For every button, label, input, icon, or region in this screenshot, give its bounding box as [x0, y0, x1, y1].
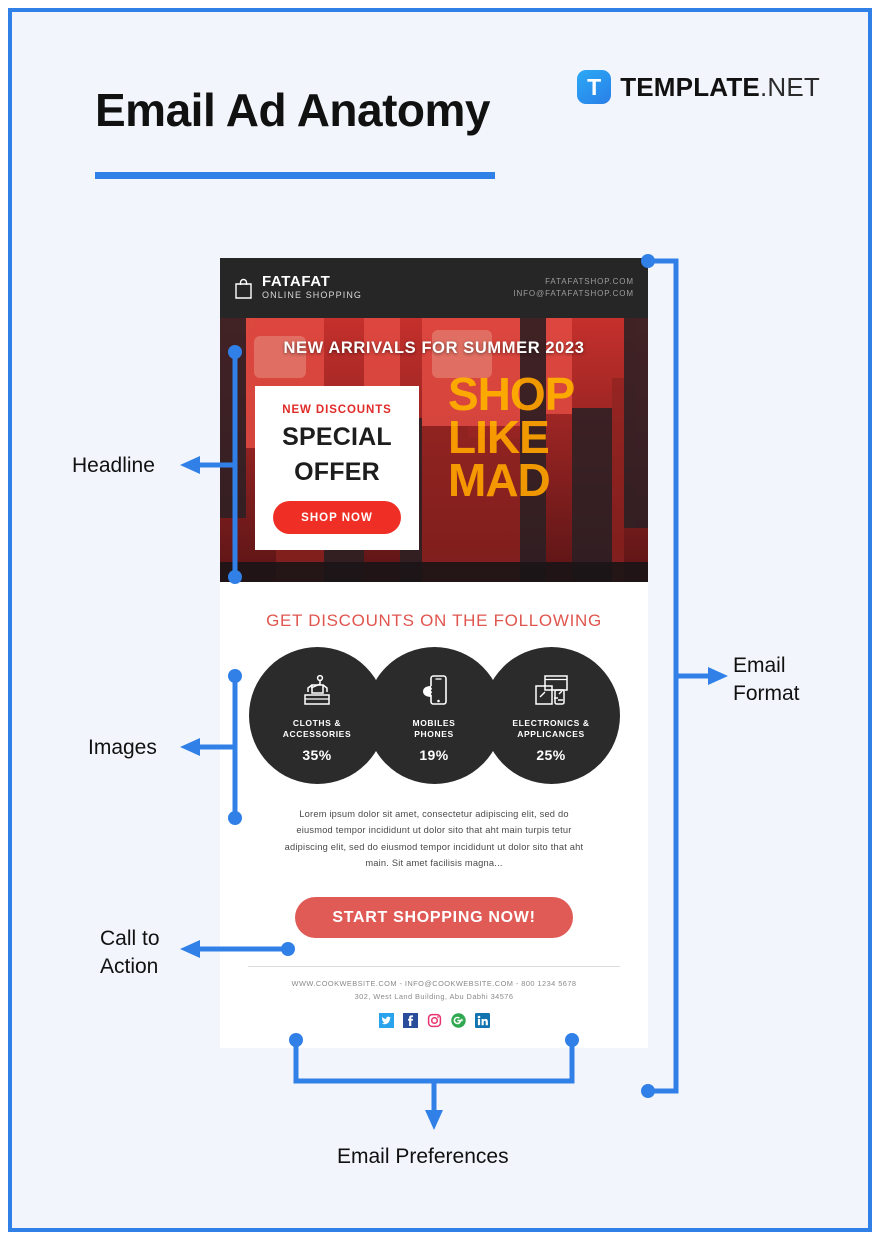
logo-word-template: TEMPLATE [620, 71, 760, 102]
discount-category-item[interactable]: ELECTRONICS & APPLICANCES 25% [482, 647, 620, 784]
hero-slogan-line-1: SHOP [448, 368, 575, 420]
discount-category-item[interactable]: CLOTHS & ACCESSORIES 35% [248, 647, 386, 784]
hero-slogan-line-2: LIKE [448, 410, 550, 463]
footer-address-line: 302, West Land Building, Abu Dabhi 34576 [354, 992, 514, 1002]
discount-percent: 25% [536, 747, 566, 764]
email-footer: WWW.COOKWEBSITE.COM - INFO@COOKWEBSITE.C… [220, 967, 648, 1048]
footer-contact-line: WWW.COOKWEBSITE.COM - INFO@COOKWEBSITE.C… [291, 979, 577, 989]
email-hero-banner: NEW ARRIVALS FOR SUMMER 2023 SHOP LIKE M… [220, 318, 648, 582]
footer-divider [248, 966, 620, 968]
discount-category-label: MOBILES PHONES [413, 718, 456, 740]
linkedin-icon[interactable] [474, 1012, 490, 1028]
discount-category-item[interactable]: MOBILES PHONES 19% [365, 647, 503, 784]
email-brand-name: FATAFAT [262, 273, 331, 291]
email-contact-website: FATAFATSHOP.COM [545, 277, 634, 287]
discount-label-line-1: ELECTRONICS & [512, 717, 590, 728]
logo-word-net: .NET [759, 71, 820, 102]
title-underline [95, 172, 495, 179]
hero-slogan-line-3: MAD [448, 453, 551, 506]
email-ad-mockup: FATAFAT ONLINE SHOPPING FATAFATSHOP.COM … [220, 258, 648, 1048]
discount-categories: CLOTHS & ACCESSORIES 35% MOBILES [220, 647, 648, 784]
facebook-icon[interactable] [402, 1012, 418, 1028]
hero-headline: NEW ARRIVALS FOR SUMMER 2023 [283, 339, 585, 357]
discount-percent: 19% [419, 747, 449, 764]
mobile-phone-in-hand-icon [417, 668, 451, 708]
discount-percent: 35% [302, 747, 332, 764]
email-body-copy: Lorem ipsum dolor sit amet, consectetur … [284, 809, 584, 868]
cta-container: START SHOPPING NOW! [220, 897, 648, 939]
offer-title-line-2: OFFER [294, 457, 380, 486]
discount-label-line-2: PHONES [414, 729, 454, 739]
email-contact-email: INFO@FATAFATSHOP.COM [513, 289, 634, 298]
email-contact-block: FATAFATSHOP.COM INFO@FATAFATSHOP.COM [513, 276, 634, 299]
start-shopping-now-button[interactable]: START SHOPPING NOW! [295, 897, 573, 939]
discount-category-label: CLOTHS & ACCESSORIES [283, 718, 351, 740]
google-plus-icon[interactable] [450, 1013, 466, 1028]
discounts-title: GET DISCOUNTS ON THE FOLLOWING [266, 611, 602, 630]
shopping-bag-icon [234, 277, 253, 300]
twitter-icon[interactable] [378, 1012, 394, 1028]
email-brand-block: FATAFAT ONLINE SHOPPING [234, 274, 362, 301]
logo-wordmark: TEMPLATE.NET [620, 72, 820, 103]
electronics-devices-icon [533, 668, 569, 708]
hero-slogan: SHOP LIKE MAD [448, 368, 648, 506]
offer-eyebrow: NEW DISCOUNTS [282, 404, 392, 416]
social-links [220, 1012, 648, 1028]
discount-label-line-1: CLOTHS & [292, 717, 342, 728]
discount-label-line-2: APPLICANCES [517, 729, 585, 739]
special-offer-card: NEW DISCOUNTS SPECIAL OFFER SHOP NOW [255, 386, 419, 550]
template-net-logo: T TEMPLATE.NET [577, 70, 820, 104]
discount-label-line-1: MOBILES [412, 717, 456, 728]
clothes-hanger-icon [300, 668, 334, 708]
instagram-icon[interactable] [426, 1012, 442, 1028]
page-title: Email Ad Anatomy [95, 84, 491, 136]
logo-mark-icon: T [577, 70, 612, 104]
shop-now-button[interactable]: SHOP NOW [273, 501, 401, 534]
email-header: FATAFAT ONLINE SHOPPING FATAFATSHOP.COM … [220, 258, 648, 318]
discount-label-line-2: ACCESSORIES [282, 729, 352, 739]
offer-title-line-1: SPECIAL [282, 423, 392, 451]
email-brand-tagline: ONLINE SHOPPING [262, 290, 363, 301]
discount-category-label: ELECTRONICS & APPLICANCES [512, 718, 589, 740]
